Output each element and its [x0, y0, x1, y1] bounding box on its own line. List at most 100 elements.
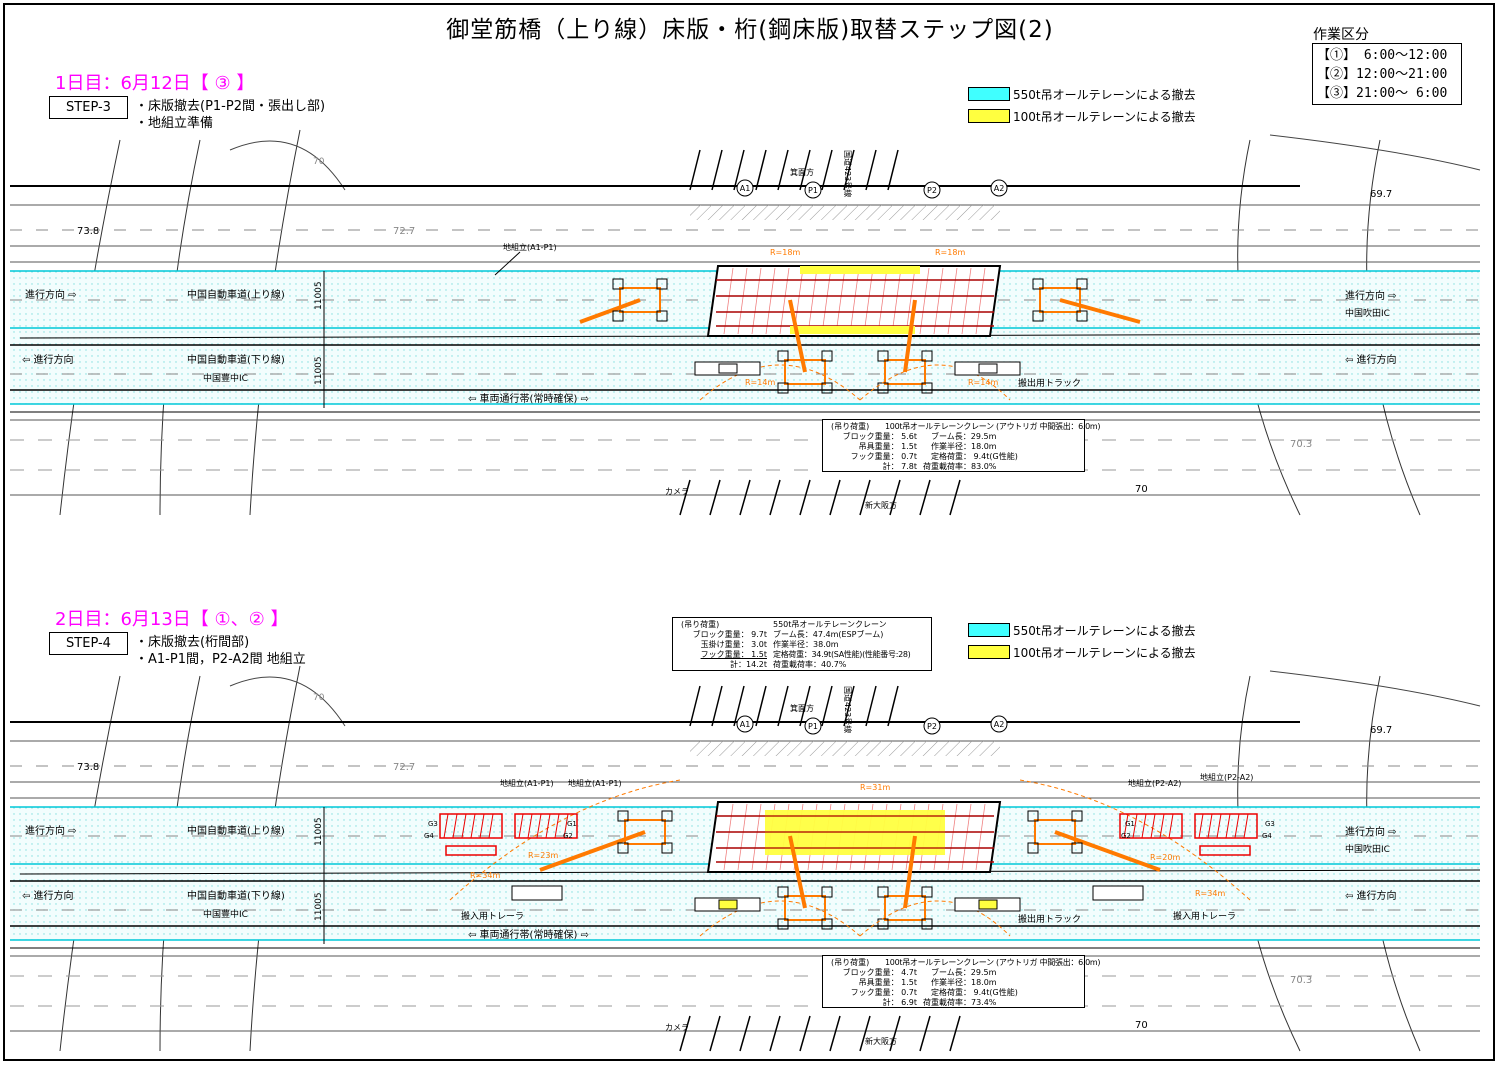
direction-shin-osaka: 新大阪方 [865, 1036, 897, 1046]
radius-label: R=20m [1150, 853, 1180, 862]
down-direction-label: ⇦ 進行方向 [22, 889, 74, 902]
crane-icon [877, 835, 933, 930]
girder-block [1119, 813, 1183, 839]
box-line: ブロック重量： 9.7t [692, 630, 767, 639]
girder-label: G3 [1265, 820, 1275, 828]
width-dimension: 11005 [314, 817, 324, 846]
elevation-label: 70 [313, 157, 325, 167]
radius-label: R=14m [745, 378, 775, 387]
camera-label: カメラ [665, 1023, 689, 1032]
crane-icon [777, 835, 833, 930]
suita-ic-label: 中国吹田IC [1345, 307, 1390, 319]
elevation-label: 72.7 [393, 762, 415, 773]
box-line: 計： 6.9t [882, 998, 917, 1007]
box-line: 作業半径：38.0m [773, 640, 839, 649]
truck-icon [694, 361, 761, 376]
radius-label: R=34m [1195, 889, 1225, 898]
down-road-label: 中国自動車道(下り線) [187, 889, 285, 902]
down-direction-label: ⇦ 進行方向 [22, 353, 74, 366]
legend-yellow-swatch [968, 109, 1010, 123]
step-bullet: ・A1-P1間，P2-A2間 地組立 [135, 652, 306, 667]
box-header: (吊り荷重) [831, 422, 870, 431]
up-road-label: 中国自動車道(上り線) [187, 824, 285, 837]
legend-cyan-label: 550t吊オールテレーンによる撤去 [1013, 624, 1196, 638]
up-direction-label: 進行方向 ⇨ [1345, 289, 1397, 302]
trailer-in-label: 搬入用トレーラ [1173, 910, 1236, 922]
width-dimension: 11005 [314, 356, 324, 385]
toyonaka-ic-label: 中国豊中IC [203, 908, 248, 920]
elevation-label: 70.3 [1290, 439, 1312, 450]
legend-yellow-label: 100t吊オールテレーンによる撤去 [1013, 110, 1196, 124]
work-split-label: 作業区分 [1313, 27, 1369, 43]
crane-load-box-1: (吊り荷重) 100t吊オールテレーンクレーン (アウトリガ 中間張出：6.0m… [822, 419, 1101, 472]
box-line: 定格荷重：34.9t(SA性能)(性能番号:28) [773, 650, 911, 659]
ground-assembly-label: 地組立(P2-A2) [1200, 772, 1253, 782]
up-direction-label: 進行方向 ⇨ [25, 288, 77, 301]
step-bullet: ・床版撤去(P1-P2間・張出し部) [135, 99, 326, 114]
up-road-label: 中国自動車道(上り線) [187, 288, 285, 301]
elevation-label: 73.8 [77, 762, 99, 773]
box-line: 荷重載荷率：73.4% [923, 998, 997, 1007]
elevation-label: 69.7 [1370, 725, 1392, 736]
girder-label: G1 [567, 820, 577, 828]
legend-yellow-swatch [968, 645, 1010, 659]
box-header: 100t吊オールテレーンクレーン (アウトリガ 中間張出：6.0m) [885, 422, 1101, 431]
box-line: フック重量： 0.7t [850, 452, 917, 461]
legend-cyan-swatch [968, 87, 1010, 101]
route-label: 国道423号線 [843, 150, 853, 197]
traffic-lane-label: ⇦ 車両通行帯(常時確保) ⇨ [468, 928, 589, 941]
down-direction-label: ⇦ 進行方向 [1345, 353, 1397, 366]
box-header: 100t吊オールテレーンクレーン (アウトリガ 中間張出：6.0m) [885, 958, 1101, 967]
down-road-label: 中国自動車道(下り線) [187, 353, 285, 366]
truck-out-label: 搬出用トラック [1018, 913, 1081, 925]
page-title: 御堂筋橋（上り線）床版・桁(鋼床版)取替ステップ図(2) [446, 17, 1054, 43]
elevation-label: 73.8 [77, 226, 99, 237]
direction-minoh: 箕面方 [790, 703, 814, 713]
elevation-label: 70 [1135, 484, 1148, 495]
truck-icon [954, 361, 1021, 376]
elevation-label: 69.7 [1370, 189, 1392, 200]
girder-label: G4 [424, 832, 434, 840]
legend-cyan-label: 550t吊オールテレーンによる撤去 [1013, 88, 1196, 102]
pier-label-p2: P2 [927, 186, 937, 195]
box-line: 計： 7.8t [882, 462, 917, 471]
girder-block [1194, 813, 1258, 839]
truck-out-label: 搬出用トラック [1018, 377, 1081, 389]
girder-block [439, 813, 503, 839]
ground-assembly-label: 地組立(A1-P1) [503, 242, 557, 252]
step-bullet: ・地組立準備 [135, 116, 214, 131]
radius-label: R=18m [935, 248, 965, 257]
box-header: (吊り荷重) [831, 958, 870, 967]
work-split-box: 【①】 6:00～12:00 【②】12:00～21:00 【③】21:00～ … [1312, 43, 1462, 105]
crane-icon [877, 299, 933, 394]
elevation-label: 70.3 [1290, 975, 1312, 986]
pier-label-a2: A2 [994, 184, 1005, 193]
direction-minoh: 箕面方 [790, 167, 814, 177]
box-line: ブーム長：47.4m(ESPブーム) [773, 630, 884, 639]
box-line: フック重量： 0.7t [850, 988, 917, 997]
girder-label: G2 [563, 832, 573, 840]
girder-label: G2 [1121, 832, 1131, 840]
box-line: フック重量： 1.5t [700, 650, 767, 659]
suita-ic-label: 中国吹田IC [1345, 843, 1390, 855]
up-direction-label: 進行方向 ⇨ [1345, 825, 1397, 838]
width-dimension: 11005 [314, 281, 324, 310]
pier-label-p1: P1 [808, 722, 818, 731]
direction-shin-osaka: 新大阪方 [865, 500, 897, 510]
ground-assembly-label: 地組立(P2-A2) [1128, 778, 1181, 788]
radius-label: R=23m [528, 851, 558, 860]
box-line: ブーム長：29.5m [931, 432, 997, 441]
legend-cyan-swatch [968, 623, 1010, 637]
pier-label-a1: A1 [740, 184, 751, 193]
box-line: 定格荷重： 9.4t(G性能) [931, 988, 1018, 997]
elevation-label: 70 [1135, 1020, 1148, 1031]
up-direction-label: 進行方向 ⇨ [25, 824, 77, 837]
ground-assembly-label: 地組立(A1-P1) [568, 778, 622, 788]
pier-label-a2: A2 [994, 720, 1005, 729]
radius-label: R=31m [860, 783, 890, 792]
radius-label: R=18m [770, 248, 800, 257]
step-label-2: STEP-4 [49, 632, 128, 655]
radius-label: R=14m [968, 378, 998, 387]
step-label-1: STEP-3 [49, 96, 128, 119]
